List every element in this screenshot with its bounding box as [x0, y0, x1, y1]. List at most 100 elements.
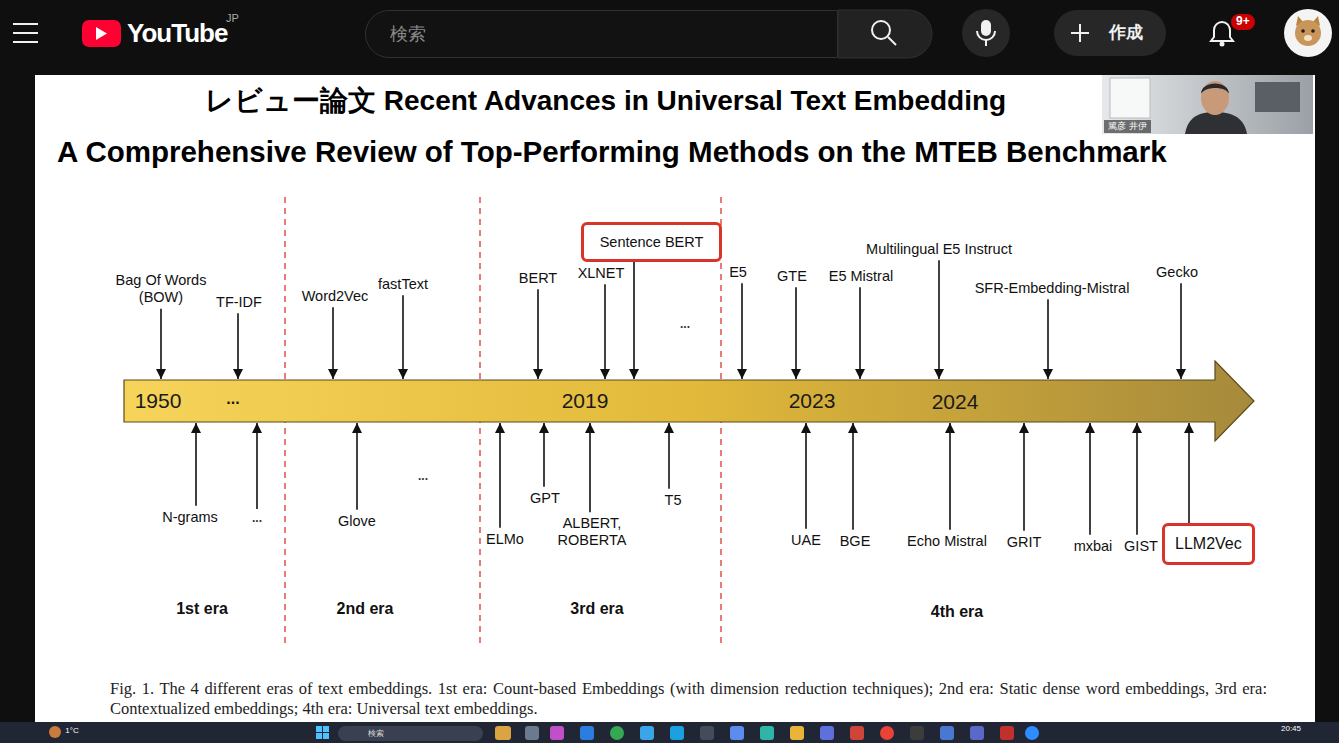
mic-icon [985, 40, 987, 46]
create-button: 作成 [1054, 10, 1166, 56]
method-name: T5 [665, 492, 682, 509]
era-label: 2nd era [337, 600, 394, 618]
app-icon [970, 726, 984, 740]
search-box: 検索 [365, 10, 838, 58]
method-name: XLNET [578, 265, 625, 282]
app-icon [730, 726, 744, 740]
method-name: ALBERT, ROBERTA [552, 515, 632, 548]
timeline-arrow-shape [124, 361, 1254, 441]
start-icon [316, 726, 322, 732]
node-text: 作成 [1109, 23, 1143, 43]
method-name: BERT [519, 270, 557, 287]
method-name: TF-IDF [216, 294, 262, 311]
avatar [1284, 9, 1332, 57]
webcam-tile [1102, 75, 1313, 134]
app-icon [495, 726, 511, 740]
ellipsis: ... [418, 470, 428, 484]
app-icon [525, 726, 539, 740]
mic-button [962, 9, 1010, 57]
year-mark: 2019 [562, 389, 609, 413]
leader-arrow [949, 423, 951, 530]
brand-name: YouTube [127, 19, 227, 49]
highlight-box: LLM2Vec [1162, 523, 1255, 565]
timeline-bar: 1950... 2019 2023 2024 [123, 360, 1255, 442]
app-icon [700, 726, 714, 740]
method-name: Word2Vec [302, 288, 369, 305]
logo-mark [82, 20, 121, 47]
taskbar-icons [49, 726, 1039, 740]
method-name: Multilingual E5 Instruct [866, 241, 1012, 258]
leader-arrow [668, 423, 670, 489]
leader-arrow [537, 289, 539, 379]
avatar-muzzle [1304, 35, 1312, 41]
year-mark: 2023 [789, 389, 836, 413]
method-name: E5 Mistral [829, 268, 893, 285]
method-name: Bag Of Words (BOW) [111, 272, 211, 305]
mic-icon [981, 20, 991, 36]
leader-arrow [805, 423, 807, 529]
method-name: N-grams [162, 509, 218, 526]
year-mark: 1950 [135, 389, 182, 413]
year-mark: 2024 [932, 390, 979, 414]
leader-arrow [1047, 299, 1049, 379]
leader-arrow [499, 423, 501, 528]
leader-arrow [402, 295, 404, 379]
clock-text: 20:45 [1281, 724, 1301, 733]
app-icon [880, 726, 894, 740]
weather-icon [49, 726, 61, 738]
method-name: BGE [840, 533, 871, 550]
leader-arrow [237, 313, 239, 379]
node-text: Sentence BERT [600, 234, 704, 251]
ellipsis: ... [680, 318, 690, 332]
app-icon [790, 726, 804, 740]
leader-arrow [938, 260, 940, 379]
leader-arrow [852, 423, 854, 530]
leader-arrow [256, 423, 258, 509]
ellipsis: ... [252, 512, 262, 526]
method-name: mxbai [1074, 538, 1113, 555]
method-name: Gecko [1156, 264, 1198, 281]
leader-arrow [1180, 283, 1182, 379]
app-icon [1000, 726, 1014, 740]
avatar-eye [1301, 29, 1305, 33]
webcam-ground [1102, 75, 1313, 134]
leader-arrow [589, 423, 591, 512]
method-name: Glove [338, 513, 376, 530]
avatar-face [1295, 20, 1321, 46]
leader-arrow [604, 284, 606, 379]
timeline-arrow [123, 360, 1255, 442]
method-name: GRIT [1007, 534, 1042, 551]
webcam-person [1201, 84, 1229, 95]
menu-line [13, 32, 38, 34]
connector-arrow [1188, 423, 1190, 523]
plus-icon [1071, 32, 1089, 34]
method-name: E5 [729, 264, 747, 281]
slide-subtitle: A Comprehensive Review of Top-Performing… [57, 135, 1167, 169]
leader-arrow [356, 423, 358, 510]
menu-icon [13, 24, 38, 42]
slide-title: レビュー論文 Recent Advances in Universal Text… [205, 85, 1006, 117]
leader-arrow [160, 309, 162, 379]
app-icon [1025, 726, 1039, 740]
method-name: GPT [530, 490, 560, 507]
node-text: 篤彦 井伊 [1108, 121, 1147, 131]
app-icon [670, 726, 684, 740]
method-name: fastText [378, 276, 428, 293]
app-icon [940, 726, 954, 740]
search-icon [872, 21, 890, 39]
menu-line [13, 23, 38, 25]
node-text: 9+ [1236, 15, 1250, 29]
menu-line [13, 41, 38, 43]
year-mark: ... [226, 390, 239, 408]
slide [35, 75, 1315, 722]
start-icon [323, 733, 329, 739]
app-icon [850, 726, 864, 740]
start-icon [323, 726, 329, 732]
leader-arrow [195, 423, 197, 506]
webcam-person [1201, 81, 1229, 115]
plus-icon [1070, 23, 1090, 43]
app-icon [580, 726, 594, 740]
notification-badge: 9+ [1229, 12, 1257, 32]
node-text: LLM2Vec [1175, 535, 1242, 553]
